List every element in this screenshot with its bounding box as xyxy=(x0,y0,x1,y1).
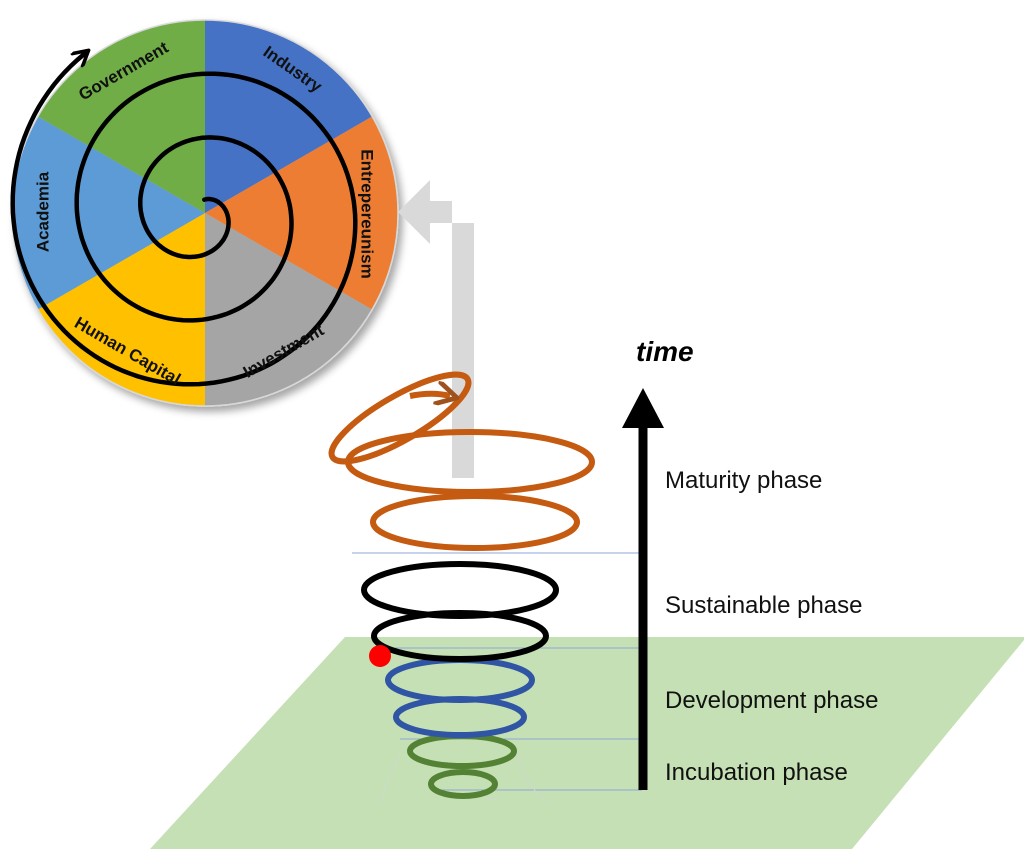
wheel-spiral xyxy=(10,54,358,387)
time-axis-label: time xyxy=(636,336,694,367)
phase-label-development: Development phase xyxy=(665,687,878,714)
spiral-coil xyxy=(428,769,498,799)
phase-label-incubation: Incubation phase xyxy=(665,759,848,786)
spiral-coil xyxy=(361,561,559,619)
wheel-label-entrepereunism: Entrepereunism xyxy=(358,149,377,278)
wheel-label-academia: Academia xyxy=(33,171,52,252)
marker-dot xyxy=(369,645,391,667)
spiral-coil xyxy=(328,371,472,465)
time-axis xyxy=(622,388,664,790)
wheel-segment-academia xyxy=(12,113,205,313)
spiral-coil xyxy=(370,493,580,551)
growth-spiral xyxy=(328,371,595,799)
ground-plane xyxy=(150,637,1024,849)
wheel-segment-entrepereunism xyxy=(205,113,398,313)
phase-label-sustainable: Sustainable phase xyxy=(665,592,862,619)
spiral-arrow-tip xyxy=(409,394,450,396)
phase-label-maturity: Maturity phase xyxy=(665,467,822,494)
